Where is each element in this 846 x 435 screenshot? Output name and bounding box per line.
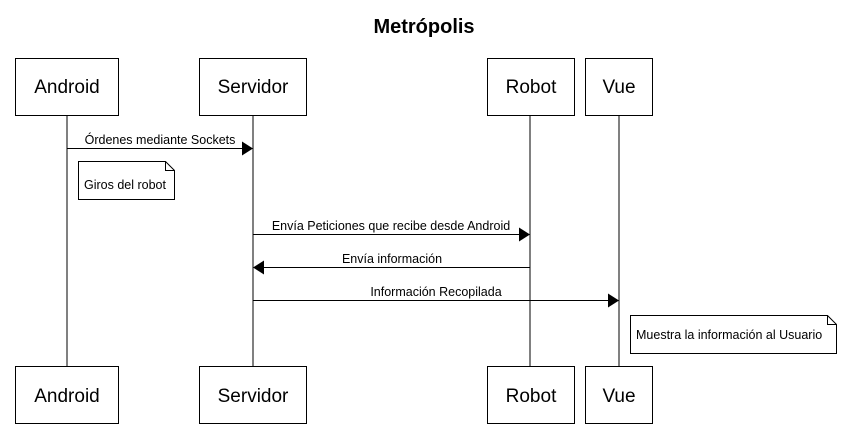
diagram-title: Metrópolis: [373, 16, 474, 38]
message-4-label: Información Recopilada: [370, 285, 501, 299]
participant-android-top-label: Android: [34, 77, 100, 98]
message-1-label: Órdenes mediante Sockets: [85, 132, 236, 147]
message-robot-to-servidor: Envía información: [253, 252, 530, 275]
note-1-shape: [78, 161, 175, 200]
participant-robot-bottom-label: Robot: [506, 386, 557, 407]
note-android: Giros del robot: [78, 161, 175, 200]
note-vue: Muestra la información al Usuario: [630, 315, 837, 354]
message-servidor-to-robot: Envía Peticiones que recibe desde Androi…: [253, 219, 530, 242]
message-1-arrowhead: [242, 141, 253, 156]
participant-vue-bottom: Vue: [585, 366, 653, 424]
message-3-arrowhead: [253, 260, 264, 275]
participant-servidor-top-label: Servidor: [218, 77, 289, 98]
note-2-shape: [630, 315, 837, 354]
participant-android-bottom-label: Android: [34, 386, 100, 407]
participant-robot-bottom: Robot: [487, 366, 575, 424]
note-2-text: Muestra la información al Usuario: [636, 328, 822, 342]
message-2-label: Envía Peticiones que recibe desde Androi…: [272, 219, 510, 233]
message-3-label: Envía información: [342, 252, 442, 266]
message-android-to-servidor: Órdenes mediante Sockets: [67, 132, 253, 156]
participant-servidor-bottom: Servidor: [199, 366, 307, 424]
message-4-arrowhead: [608, 293, 619, 308]
message-2-arrowhead: [519, 227, 530, 242]
participant-vue-top: Vue: [585, 58, 653, 116]
message-servidor-to-vue: Información Recopilada: [253, 285, 619, 308]
participant-servidor-bottom-label: Servidor: [218, 386, 289, 407]
participant-android-bottom: Android: [15, 366, 119, 424]
participant-robot-top: Robot: [487, 58, 575, 116]
note-1-text: Giros del robot: [84, 178, 167, 192]
participant-vue-bottom-label: Vue: [602, 386, 635, 407]
participant-android-top: Android: [15, 58, 119, 116]
participant-vue-top-label: Vue: [602, 77, 635, 98]
participant-servidor-top: Servidor: [199, 58, 307, 116]
participant-robot-top-label: Robot: [506, 77, 557, 98]
